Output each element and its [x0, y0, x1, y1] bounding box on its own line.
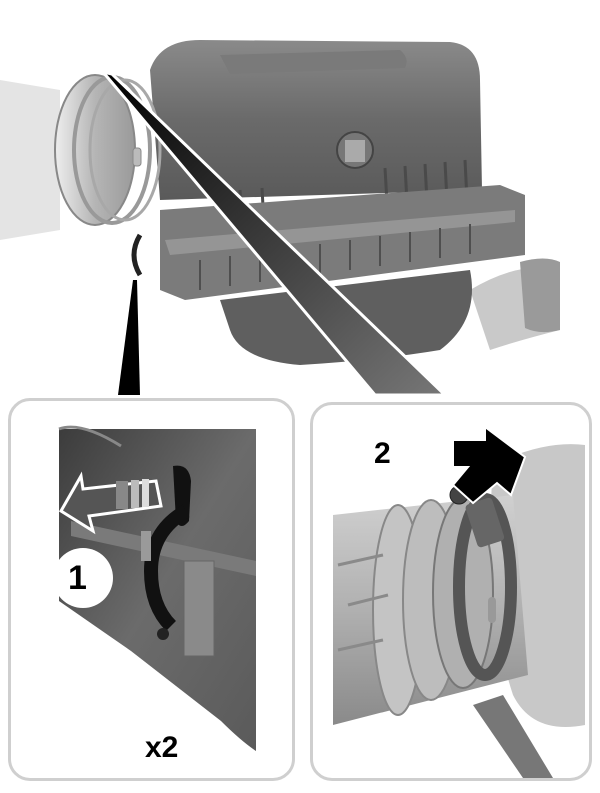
clamp-indicator-arrow [451, 425, 527, 505]
detail-panel-clip-release: 1 x2 [8, 398, 295, 781]
intake-duct [0, 74, 162, 240]
housing-clip [131, 233, 143, 277]
clip-detail-illustration [58, 425, 256, 751]
outlet-duct [470, 258, 560, 350]
hose-clamp [449, 485, 517, 681]
callout-wedge-panel-2 [98, 69, 449, 397]
callout-wedge-panel-1 [118, 280, 140, 395]
quantity-label: x2 [145, 731, 179, 764]
step-1-badge [53, 548, 113, 608]
step-1-label: 1 [68, 559, 87, 597]
release-direction-arrow [58, 471, 163, 535]
air-cleaner-main-illustration [0, 40, 560, 397]
hose-clamp-detail-illustration [333, 425, 585, 778]
step-2-label: 2 [374, 437, 391, 470]
detail-panel-hose-clamp: 2 [310, 402, 592, 781]
